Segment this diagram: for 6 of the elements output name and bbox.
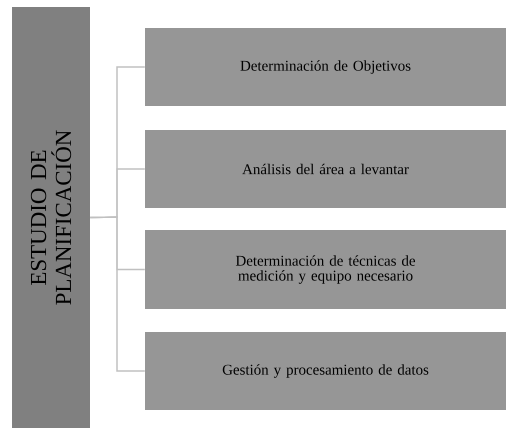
- step-box: Determinación de Objetivos: [145, 28, 506, 106]
- title-bar: ESTUDIO DE PLANIFICACIÓN: [12, 7, 90, 428]
- connector: [90, 216, 145, 372]
- step-box: Determinación de técnicas de medición y equipo necesario: [145, 230, 506, 309]
- step-box: Gestión y procesamiento de datos: [145, 332, 506, 410]
- step-box: Análisis del área a levantar: [145, 130, 506, 208]
